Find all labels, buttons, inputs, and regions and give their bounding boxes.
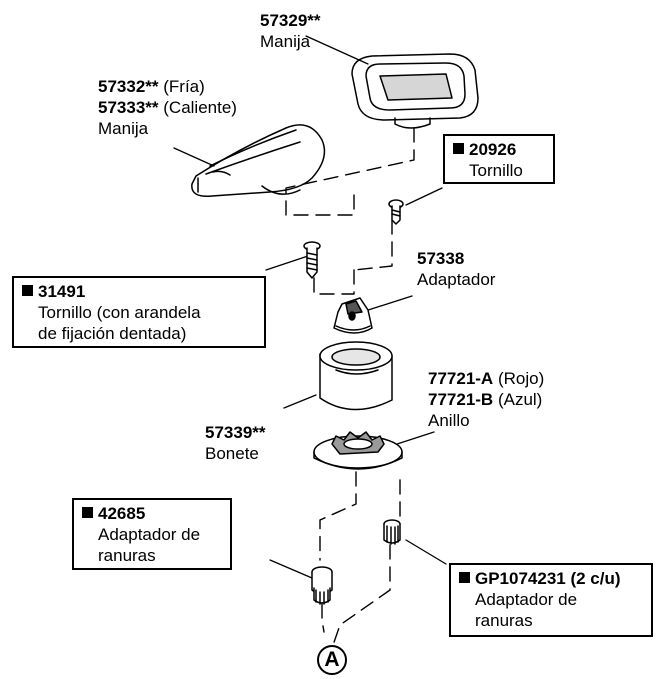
ring-red-part: 77721-A	[428, 369, 494, 388]
label-bonnet: 57339** Bonete	[205, 422, 266, 464]
ring-77721-illustration	[313, 431, 403, 470]
spline-adapter-42685-illustration	[311, 566, 333, 605]
label-ring: 77721-A (Rojo) 77721-B (Azul) Anillo	[428, 368, 544, 431]
spline-42685-part: 42685	[98, 504, 146, 523]
ring-blue-text: (Azul)	[497, 390, 543, 409]
bonnet-part: 57339**	[205, 423, 266, 442]
lever-cold-part: 57332**	[98, 77, 159, 96]
spline-42685-line2: ranuras	[98, 546, 156, 565]
spline-gp-part: GP1074231 (2 c/u)	[475, 569, 621, 588]
square-handle-name: Manija	[260, 32, 311, 51]
square-bullet-icon	[459, 572, 470, 583]
box-spline-gp: GP1074231 (2 c/u) Adaptador de ranuras	[449, 563, 653, 637]
screw-20926-illustration	[388, 199, 404, 225]
box-screw-31491: 31491 Tornillo (con arandela de fijación…	[12, 276, 266, 348]
ring-name: Anillo	[428, 411, 470, 430]
box-screw-20926: 20926 Tornillo	[443, 134, 555, 184]
ring-red-text: (Rojo)	[497, 369, 545, 388]
box-spline-42685: 42685 Adaptador de ranuras	[72, 498, 232, 570]
lever-handle-name: Manija	[98, 119, 149, 138]
square-bullet-icon	[22, 285, 33, 296]
adapter-57338-name: Adaptador	[417, 270, 496, 289]
label-square-handle: 57329** Manija	[260, 10, 321, 52]
ring-blue-part: 77721-B	[428, 390, 494, 409]
square-bullet-icon	[82, 507, 93, 518]
spline-42685-line1: Adaptador de	[98, 525, 201, 544]
square-handle-part: 57329**	[260, 11, 321, 30]
square-bullet-icon	[453, 143, 464, 154]
adapter-57338-part: 57338	[417, 249, 465, 268]
spline-gp-line2: ranuras	[475, 611, 533, 630]
bonnet-name: Bonete	[205, 444, 259, 463]
screw-31491-line1: Tornillo (con arandela	[38, 303, 201, 322]
bonnet-57339-illustration	[319, 341, 393, 411]
screw-20926-part: 20926	[469, 140, 517, 159]
adapter-57338-illustration	[333, 297, 373, 334]
spline-gp-line1: Adaptador de	[475, 590, 578, 609]
screw-31491-part: 31491	[38, 282, 86, 301]
label-adapter-57338: 57338 Adaptador	[417, 248, 495, 290]
label-lever-handle: 57332** (Fría) 57333** (Caliente) Manija	[98, 76, 237, 139]
screw-31491-illustration	[303, 241, 321, 279]
lever-cold-text: (Fría)	[163, 77, 205, 96]
lever-hot-text: (Caliente)	[163, 98, 237, 117]
screw-20926-name: Tornillo	[469, 161, 523, 180]
lever-handle-illustration	[191, 124, 326, 197]
spline-adapter-gp-illustration	[383, 519, 401, 545]
square-handle-illustration	[351, 53, 479, 129]
lever-hot-part: 57333**	[98, 98, 159, 117]
screw-31491-line2: de fijación dentada)	[38, 324, 187, 343]
callout-a: A	[317, 645, 347, 675]
